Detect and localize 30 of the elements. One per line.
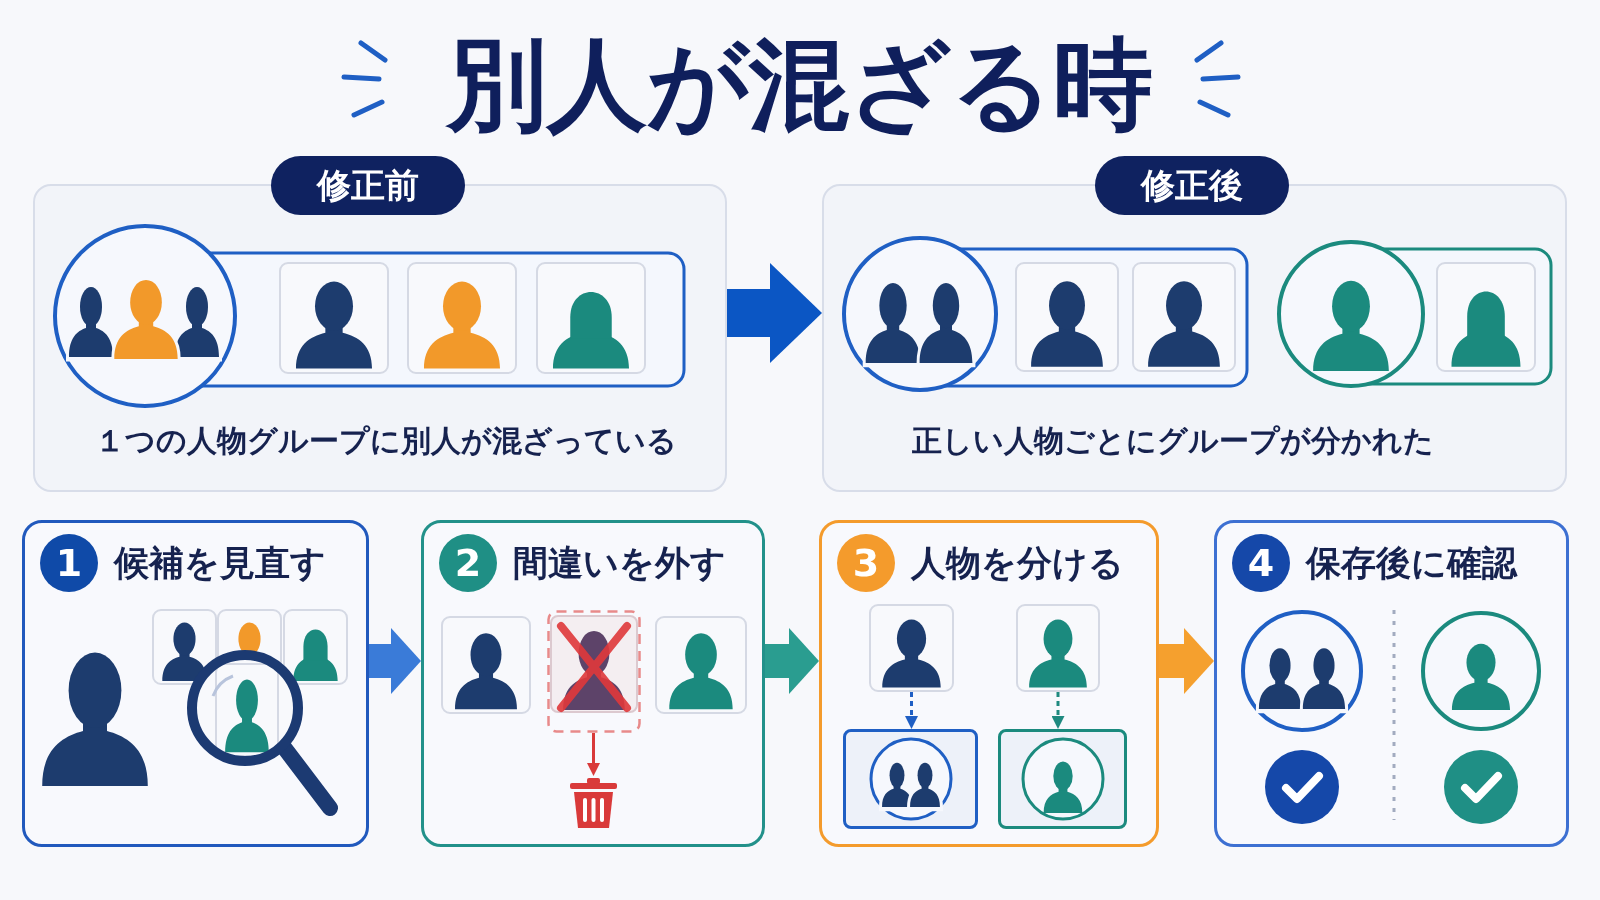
section-heading: 修正前 <box>271 156 465 215</box>
crossed-out-person-picture <box>547 610 641 733</box>
step-number: 3 <box>837 534 895 592</box>
step-number: 2 <box>439 534 497 592</box>
block-arrow <box>727 263 822 363</box>
trash-icon <box>567 776 620 829</box>
step-title: 保存後に確認 <box>1306 542 1517 585</box>
step-title: 間違いを外す <box>513 542 726 585</box>
person-tile-icon <box>1016 604 1100 692</box>
step-title: 人物を分ける <box>911 542 1124 585</box>
page-title: 別人が混ざる時 <box>447 30 1153 140</box>
panel-caption: １つの人物グループに別人が混ざっている <box>95 422 677 460</box>
block-arrow <box>1159 628 1214 694</box>
step-number: 4 <box>1232 534 1290 592</box>
arrow <box>587 733 600 776</box>
section-heading: 修正後 <box>1095 156 1289 215</box>
dashed-arrow <box>1051 692 1065 729</box>
dashed-arrow <box>905 692 918 729</box>
step-title: 候補を見直す <box>114 542 326 585</box>
step-card <box>1214 520 1569 847</box>
group-box <box>998 729 1127 829</box>
group-box <box>843 729 978 829</box>
step-card <box>819 520 1159 847</box>
step-card <box>421 520 765 847</box>
block-arrow <box>765 628 819 694</box>
block-arrow <box>369 628 421 694</box>
step-card <box>22 520 369 847</box>
step-number: 1 <box>40 534 98 592</box>
person-tile-icon <box>869 604 954 692</box>
panel-caption: 正しい人物ごとにグループが分かれた <box>912 422 1434 460</box>
